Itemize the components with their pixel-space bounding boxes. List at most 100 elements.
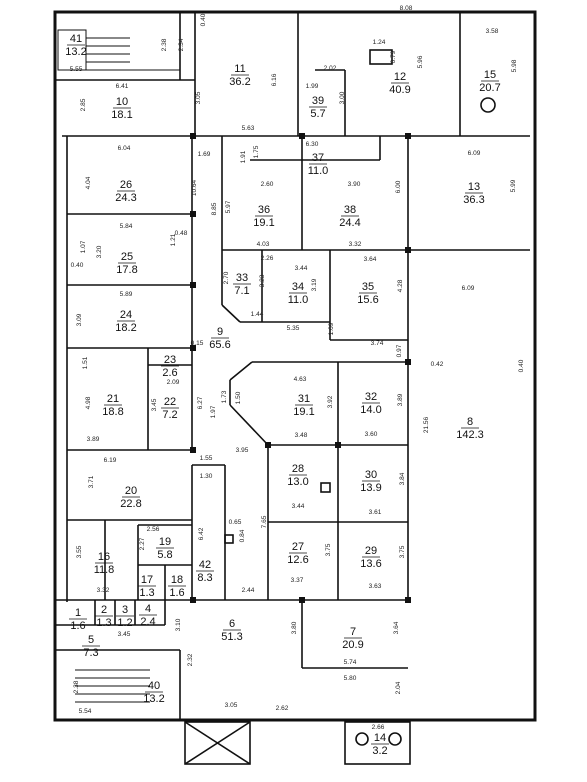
room-area: 13.6 <box>360 558 381 570</box>
dimension-label: 5.55 <box>70 66 83 73</box>
dimension-label: 6.09 <box>462 285 475 292</box>
dimension-label: 3.05 <box>225 702 238 709</box>
room-area: 18.8 <box>102 406 123 418</box>
room-area: 3.2 <box>372 745 387 757</box>
dimension-label: 3.05 <box>195 91 202 104</box>
room-number: 32 <box>365 391 377 403</box>
dimension-label: 1.50 <box>235 391 242 404</box>
room-area: 2.6 <box>162 367 177 379</box>
room-number: 20 <box>125 485 137 497</box>
room-area: 12.6 <box>287 554 308 566</box>
dimension-label: 3.55 <box>76 545 83 558</box>
dimension-label: 0.42 <box>431 361 444 368</box>
shafts <box>184 49 496 765</box>
dimension-label: 1.21 <box>170 233 177 246</box>
room-number: 12 <box>394 71 406 83</box>
dimension-label: 5.35 <box>287 325 300 332</box>
room-area: 5.8 <box>157 549 172 561</box>
dimension-label: 1.09 <box>328 322 335 335</box>
dimension-label: 3.80 <box>291 621 298 634</box>
room-area: 11.0 <box>308 165 329 177</box>
room-area: 40.9 <box>389 84 410 96</box>
dimension-label: 3.10 <box>175 618 182 631</box>
outer-walls <box>53 10 537 722</box>
dimension-label: 2.62 <box>276 705 289 712</box>
dimension-label: 0.40 <box>71 262 84 269</box>
dimension-label: 3.89 <box>87 436 100 443</box>
room-number: 1 <box>75 607 81 619</box>
room-number: 16 <box>98 551 110 563</box>
room-area: 18.1 <box>111 109 132 121</box>
room-area: 24.4 <box>339 217 360 229</box>
room-area: 1.6 <box>70 620 85 632</box>
dimension-label: 4.28 <box>397 279 404 292</box>
dimension-label: 2.32 <box>187 653 194 666</box>
dimension-label: 5.89 <box>120 291 133 298</box>
dimension-label: 3.64 <box>393 621 400 634</box>
dimension-label: 2.56 <box>147 526 160 533</box>
room-number: 22 <box>164 396 176 408</box>
interior-walls <box>55 12 530 720</box>
room-number: 25 <box>121 251 133 263</box>
room-area: 2.4 <box>140 616 155 628</box>
dimension-label: 3.71 <box>88 475 95 488</box>
dimension-label: 3.32 <box>349 241 362 248</box>
room-area: 13.0 <box>287 476 308 488</box>
room-number: 5 <box>88 634 94 646</box>
dimension-label: 3.23 <box>259 274 266 287</box>
room-area: 7.2 <box>162 409 177 421</box>
dimension-label: 10.64 <box>191 179 198 196</box>
room-number: 28 <box>292 463 304 475</box>
dimension-label: 3.95 <box>236 447 249 454</box>
room-number: 31 <box>298 393 310 405</box>
room-number: 40 <box>148 680 160 692</box>
room-area: 142.3 <box>456 429 484 441</box>
dimension-label: 6.19 <box>104 457 117 464</box>
dimension-label: 6.27 <box>197 396 204 409</box>
dimension-label: 8.85 <box>211 202 218 215</box>
dimension-label: 0.65 <box>229 519 242 526</box>
room-number: 27 <box>292 541 304 553</box>
dimension-label: 3.19 <box>311 278 318 291</box>
dimension-label: 3.45 <box>151 398 158 411</box>
room-area: 36.2 <box>229 76 250 88</box>
dimension-label: 2.02 <box>324 65 337 72</box>
dimension-label: 6.30 <box>306 141 319 148</box>
room-area: 19.1 <box>293 406 314 418</box>
dimension-label: 3.44 <box>292 503 305 510</box>
dimension-label: 2.26 <box>261 255 274 262</box>
dimension-label: 2.60 <box>261 181 274 188</box>
dimension-label: 2.38 <box>161 38 168 51</box>
room-number: 19 <box>159 536 171 548</box>
room-area: 18.2 <box>115 322 136 334</box>
dimension-label: 5.98 <box>511 59 518 72</box>
dimension-label: 1.55 <box>200 455 213 462</box>
dimension-label: 0.40 <box>518 359 525 372</box>
room-number: 37 <box>312 152 324 164</box>
dimension-label: 1.69 <box>198 151 211 158</box>
room-number: 21 <box>107 393 119 405</box>
room-area: 11.0 <box>288 294 309 306</box>
room-area: 1.3 <box>96 617 111 629</box>
room-area: 11.8 <box>94 564 115 576</box>
dimension-label: 6.00 <box>395 180 402 193</box>
dimension-label: 3.09 <box>76 313 83 326</box>
dimension-label: 3.92 <box>327 395 334 408</box>
dimension-label: 5.84 <box>120 223 133 230</box>
room-number: 41 <box>70 33 82 45</box>
room-number: 7 <box>350 626 356 638</box>
room-number: 9 <box>217 326 223 338</box>
room-number: 35 <box>362 281 374 293</box>
room-number: 3 <box>122 604 128 616</box>
room-area: 1.3 <box>139 587 154 599</box>
room-area: 14.0 <box>360 404 381 416</box>
dimension-label: 6.04 <box>118 145 131 152</box>
dimension-label: 1.44 <box>251 311 264 318</box>
dimension-label: 2.04 <box>395 681 402 694</box>
dimension-label: 7.65 <box>261 515 268 528</box>
dimension-label: 3.64 <box>364 256 377 263</box>
dimension-label: 1.73 <box>221 390 228 403</box>
dimension-label: 3.90 <box>348 181 361 188</box>
